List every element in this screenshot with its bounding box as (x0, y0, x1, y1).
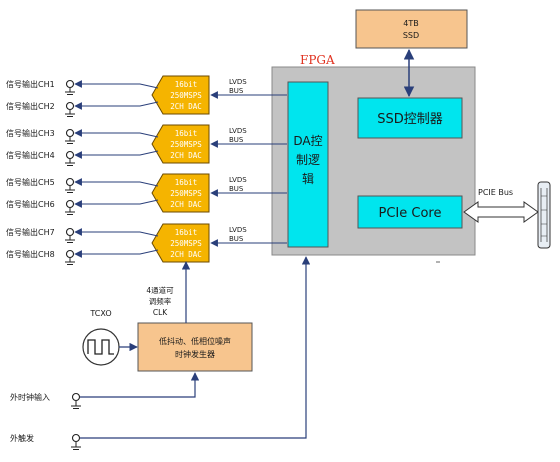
pcie-connector (537, 181, 551, 249)
lvds-label-line2: BUS (229, 87, 244, 95)
ssd-controller-label: SSD控制器 (377, 112, 443, 127)
ssd-label-line2: SSD (403, 31, 419, 40)
output-connector-icon (65, 227, 75, 237)
da-logic-line2: 制逻 (296, 153, 320, 167)
dac-line3: 2CH DAC (170, 102, 202, 111)
output-label: 信号输出CH5 (6, 177, 55, 187)
output-line (74, 199, 159, 208)
lvds-label-line2: BUS (229, 136, 244, 144)
da-logic-box (287, 81, 329, 248)
da-logic-line1: DA控 (293, 134, 322, 148)
clk-annotation-line3: CLK (153, 308, 168, 317)
dac-line1: 16bit (175, 178, 198, 187)
output-line (74, 150, 159, 159)
ssd-label-line1: 4TB (403, 19, 418, 28)
pcie-bus-arrow (463, 201, 539, 223)
output-label: 信号输出CH6 (6, 199, 55, 209)
output-line (74, 101, 159, 110)
dac-line2: 250MSPS (170, 91, 202, 100)
dac-shape (151, 223, 210, 263)
pcie-bus-label: PCIE Bus (478, 188, 513, 197)
output-ch5: 信号输出CH5 (6, 177, 159, 193)
output-connector-icon (65, 177, 75, 187)
output-connector-icon (65, 199, 75, 209)
output-ch8: 信号输出CH8 (6, 249, 159, 265)
output-connector-icon (65, 150, 75, 160)
dac-shape (151, 124, 210, 164)
output-connector-icon (65, 128, 75, 138)
dac-line3: 2CH DAC (170, 151, 202, 160)
output-ch3: 信号输出CH3 (6, 128, 159, 144)
output-line (74, 249, 159, 258)
output-connector-icon (65, 249, 75, 259)
ssd-controller-box (357, 97, 463, 139)
tcxo-label: TCXO (89, 309, 111, 318)
ext-trigger-line (80, 256, 311, 439)
pcie-core-label: PCIe Core (379, 206, 442, 221)
output-label: 信号输出CH2 (6, 101, 55, 111)
dac-line1: 16bit (175, 228, 198, 237)
output-ch7: 信号输出CH7 (6, 227, 159, 243)
lvds-label-line2: BUS (229, 185, 244, 193)
lvds-label-line1: LVDS (229, 226, 247, 234)
dac-shape (151, 75, 210, 115)
ext-trigger-connector (71, 433, 81, 443)
output-label: 信号输出CH3 (6, 128, 55, 138)
output-ch6: 信号输出CH6 (6, 199, 159, 215)
output-label: 信号输出CH8 (6, 249, 55, 259)
dac-shape (151, 173, 210, 213)
ssd-box (355, 9, 468, 49)
da-logic-line3: 辑 (302, 172, 314, 186)
output-label: 信号输出CH4 (6, 150, 55, 160)
output-label: 信号输出CH1 (6, 79, 55, 89)
square-wave-icon (87, 339, 114, 355)
clock-generator-line1: 低抖动、低相位噪声 (159, 336, 231, 346)
dac-line3: 2CH DAC (170, 200, 202, 209)
lvds-label-line1: LVDS (229, 78, 247, 86)
output-connector-icon (65, 101, 75, 111)
output-line (74, 80, 159, 89)
output-label: 信号输出CH7 (6, 227, 55, 237)
output-ch2: 信号输出CH2 (6, 101, 159, 117)
pcie-core-box (357, 195, 463, 229)
ext-clock-connector (71, 392, 81, 402)
output-line (74, 228, 159, 237)
clock-generator-box (137, 322, 253, 372)
output-ch4: 信号输出CH4 (6, 150, 159, 166)
clock-generator-line2: 时钟发生器 (175, 349, 215, 359)
ext-trigger-label: 外触发 (10, 433, 34, 443)
dac-line2: 250MSPS (170, 239, 202, 248)
output-line (74, 178, 159, 187)
dac-line3: 2CH DAC (170, 250, 202, 259)
ext-clock-label: 外时钟输入 (10, 392, 50, 402)
fpga-title: FPGA (300, 53, 335, 67)
clk-annotation-line2: 调频率 (149, 296, 172, 306)
ext-clock-line (80, 372, 200, 398)
lvds-label-line1: LVDS (229, 176, 247, 184)
output-ch1: 信号输出CH1 (6, 79, 159, 95)
dac-line2: 250MSPS (170, 189, 202, 198)
output-connector-icon (65, 79, 75, 89)
dac-line2: 250MSPS (170, 140, 202, 149)
lvds-label-line1: LVDS (229, 127, 247, 135)
clk-annotation-line1: 4通道可 (146, 285, 174, 295)
dac-line1: 16bit (175, 80, 198, 89)
lvds-label-line2: BUS (229, 235, 244, 243)
output-line (74, 129, 159, 138)
dac-line1: 16bit (175, 129, 198, 138)
